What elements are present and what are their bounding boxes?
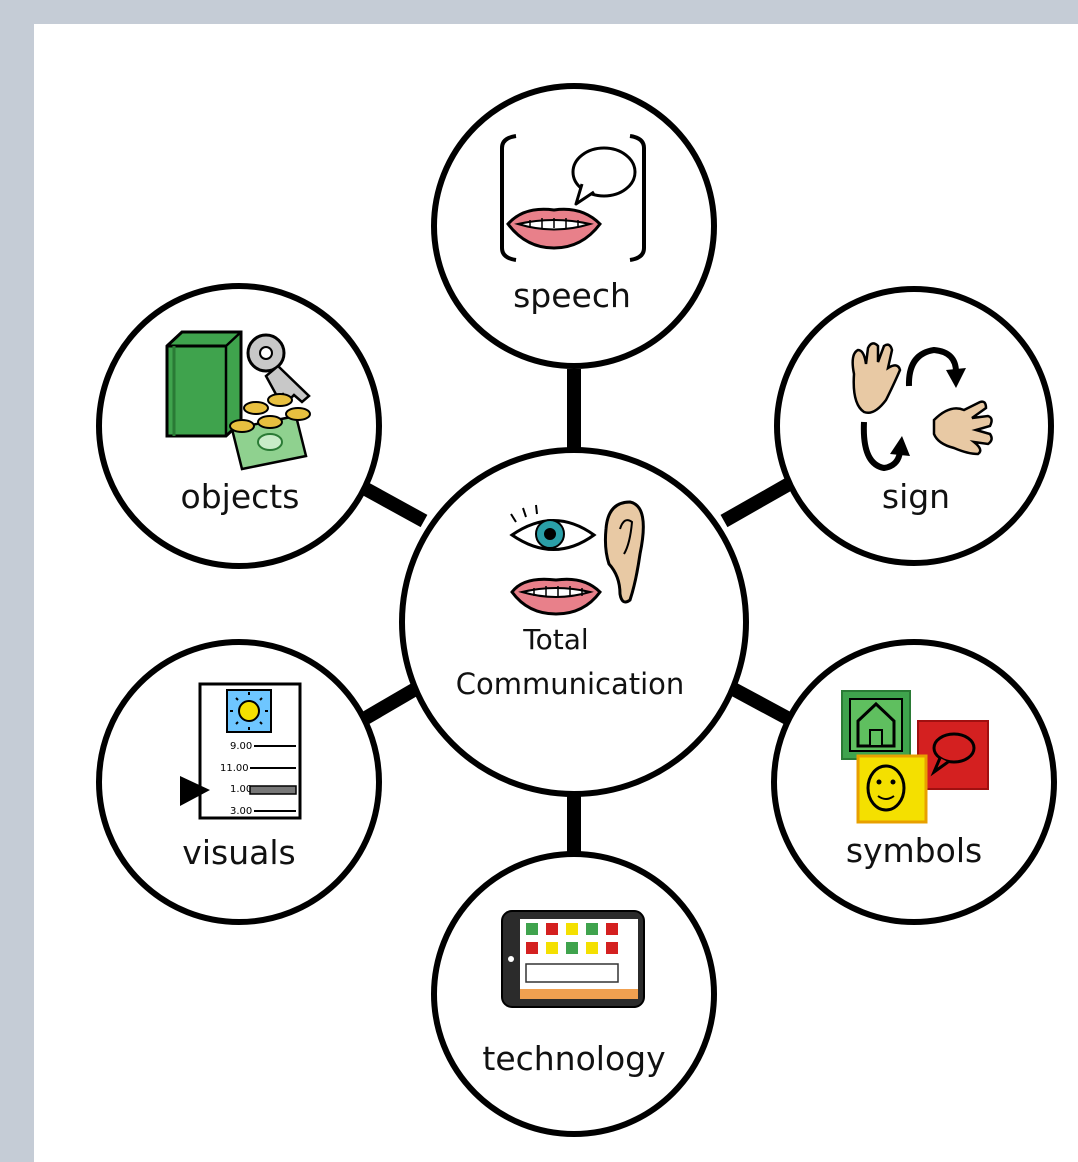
center-node: Total Communication [399, 447, 749, 797]
center-title-line1: Total [522, 623, 588, 656]
speaking-mouth-icon [500, 134, 646, 262]
sign-label: sign [882, 477, 950, 516]
visual-timetable-icon: 9.00 11.00 1.00 3.00 [180, 682, 302, 820]
time-slot-4: 3.00 [230, 806, 252, 817]
connector-objects [360, 481, 428, 528]
pointer-arrow-icon [180, 776, 210, 806]
objects-label: objects [181, 477, 300, 516]
connector-sign [720, 477, 793, 528]
node-speech: speech [431, 83, 717, 369]
time-slot-3: 1.00 [230, 784, 252, 795]
objects-book-key-coins-icon [165, 330, 311, 471]
center-title-line2: Communication [456, 667, 685, 701]
node-objects: objects [96, 283, 382, 569]
page-panel: Total Communication speech [34, 24, 1078, 1162]
node-sign: sign [774, 286, 1054, 566]
node-visuals: 9.00 11.00 1.00 3.00 visuals [96, 639, 382, 925]
visuals-label: visuals [182, 833, 295, 872]
symbols-label: symbols [846, 831, 982, 870]
node-technology: technology [431, 851, 717, 1137]
communication-tablet-icon [501, 910, 645, 1008]
symbol-cards-icon [841, 690, 989, 824]
time-slot-2: 11.00 [220, 763, 249, 774]
eye-ear-mouth-icon [509, 500, 645, 616]
node-symbols: symbols [771, 639, 1057, 925]
speech-label: speech [513, 276, 631, 315]
total-communication-diagram: Total Communication speech [96, 83, 1057, 1137]
signing-hands-icon [851, 342, 993, 472]
time-slot-1: 9.00 [230, 741, 252, 752]
technology-label: technology [482, 1039, 665, 1078]
